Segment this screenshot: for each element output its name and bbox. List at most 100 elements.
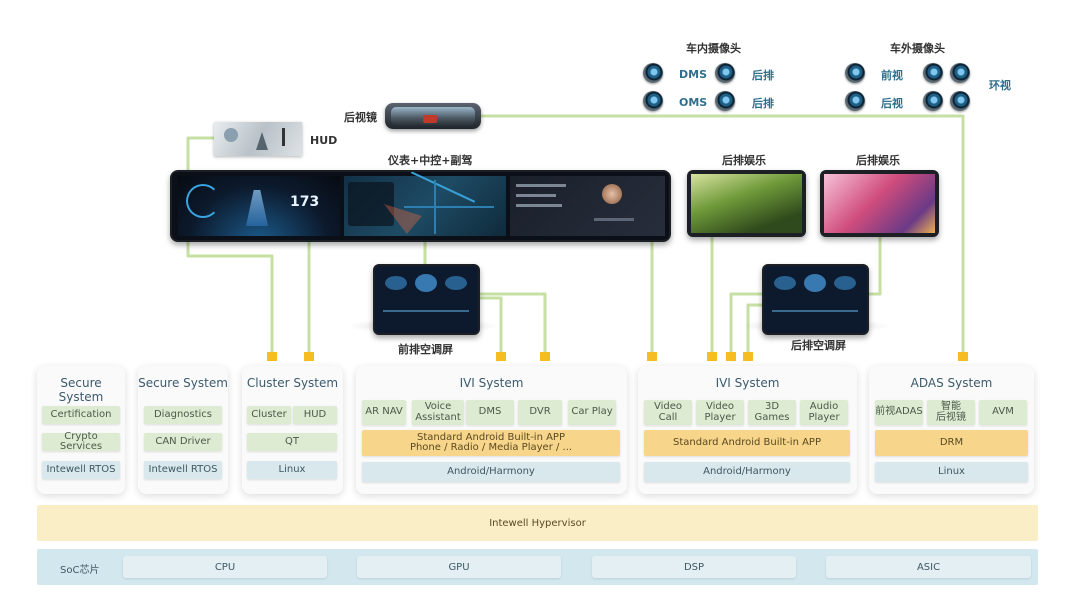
surround-camera-icon: [923, 91, 943, 111]
connector-dot: [304, 352, 314, 361]
rear-ent-left-label: 后排娱乐: [722, 154, 766, 167]
smart-mirror-chip: 智能 后视镜: [927, 400, 975, 425]
connector-dot: [267, 352, 277, 361]
oms-camera-icon: [643, 91, 663, 111]
surround-camera-icon: [950, 63, 970, 83]
secure-system-2: Secure System Diagnostics CAN Driver Int…: [138, 366, 228, 494]
cluster-system: Cluster System Cluster HUD QT Linux: [242, 366, 343, 494]
android-harmony-chip: Android/Harmony: [362, 462, 620, 482]
rear-ac-screen: [762, 264, 869, 335]
connector-dot: [496, 352, 506, 361]
secure-system-2-title: Secure System: [138, 376, 228, 390]
android-app-chip: Standard Android Built-in APP Phone / Ra…: [362, 430, 620, 456]
line-front-ac-b: [474, 292, 547, 356]
cpu-chip: CPU: [123, 556, 327, 578]
front-ac-label: 前排空调屏: [398, 343, 453, 356]
dms-label: DMS: [679, 68, 707, 81]
ar-nav-chip: AR NAV: [362, 400, 406, 425]
front-adas-chip: 前视ADAS: [875, 400, 923, 425]
rear-camera-icon: [715, 91, 735, 111]
rear-camera-icon: [715, 63, 735, 83]
line-cluster: [186, 236, 274, 356]
connector-dot: [540, 352, 550, 361]
ivi-system-1-title: IVI System: [459, 376, 524, 390]
connector-dot: [726, 352, 736, 361]
line-rear-ac-a: [729, 292, 762, 356]
secure-system-1-title: Secure System: [58, 376, 104, 404]
oms-label: OMS: [679, 96, 708, 109]
android-app-chip: Standard Android Built-in APP: [644, 430, 850, 456]
rear-ac-label: 后排空调屏: [791, 339, 846, 352]
cluster-screen: 173: [178, 176, 340, 236]
adas-system-title: ADAS System: [910, 376, 993, 390]
connector-dot: [743, 352, 753, 361]
dms-chip: DMS: [466, 400, 514, 425]
surround-camera-icon: [950, 91, 970, 111]
line-rear-ac-b: [746, 303, 762, 356]
hud-image: [214, 122, 302, 156]
dsp-chip: DSP: [592, 556, 796, 578]
front-ac-screen: [373, 264, 480, 335]
adas-system: ADAS System 前视ADAS 智能 后视镜 AVM DRM Linux: [869, 366, 1034, 494]
video-call-chip: Video Call: [644, 400, 692, 425]
dms-camera-icon: [643, 63, 663, 83]
line-front-ac-a: [474, 296, 503, 356]
qt-chip: QT: [247, 433, 337, 451]
connector-dot: [647, 352, 657, 361]
center-screen: [344, 172, 506, 236]
secure-system-1: Secure System Certification Crypto Servi…: [37, 366, 125, 494]
drm-chip: DRM: [875, 430, 1028, 456]
car-play-chip: Car Play: [568, 400, 616, 425]
front-view-camera-icon: [845, 63, 865, 83]
soc-label: SoC芯片: [60, 565, 100, 576]
gpu-chip: GPU: [357, 556, 561, 578]
rear-view-label: 后视: [881, 97, 903, 110]
voice-assistant-chip: Voice Assistant: [412, 400, 464, 425]
certification-chip: Certification: [42, 406, 120, 424]
passenger-screen: [510, 176, 665, 236]
front-view-label: 前视: [881, 69, 903, 82]
can-driver-chip: CAN Driver: [144, 433, 222, 451]
rear-label-1: 后排: [752, 69, 774, 82]
audio-player-chip: Audio Player: [800, 400, 848, 425]
diagnostics-chip: Diagnostics: [144, 406, 222, 424]
ivi-system-2-title: IVI System: [715, 376, 780, 390]
line-rear-right: [866, 236, 882, 296]
line-adas: [481, 114, 965, 356]
surround-label: 环视: [989, 79, 1011, 92]
outside-camera-title: 车外摄像头: [890, 42, 945, 55]
rear-label-2: 后排: [752, 97, 774, 110]
connector-dot: [707, 352, 717, 361]
crypto-services-chip: Crypto Services: [42, 431, 120, 452]
line-hud: [186, 136, 214, 176]
cluster-system-title: Cluster System: [246, 376, 339, 390]
ivi-system-2: IVI System Video Call Video Player 3D Ga…: [638, 366, 857, 494]
rear-view-camera-icon: [845, 91, 865, 111]
avm-chip: AVM: [979, 400, 1027, 425]
ivi-system-1: IVI System AR NAV Voice Assistant DMS DV…: [356, 366, 627, 494]
video-player-chip: Video Player: [696, 400, 744, 425]
speed-readout: 173: [290, 194, 320, 210]
surround-camera-icon: [923, 63, 943, 83]
inside-camera-title: 车内摄像头: [686, 42, 741, 55]
linux-chip: Linux: [875, 462, 1028, 482]
rear-ent-right-screen: [820, 170, 939, 237]
rear-view-mirror-image: [385, 103, 481, 129]
connector-dot: [958, 352, 968, 361]
rtos-chip: Intewell RTOS: [42, 461, 120, 479]
hud-label: HUD: [310, 134, 338, 147]
rear-ent-right-label: 后排娱乐: [856, 154, 900, 167]
android-harmony-chip: Android/Harmony: [644, 462, 850, 482]
hypervisor-bar: Intewell Hypervisor: [37, 505, 1038, 541]
main-display: 173: [170, 170, 671, 242]
rear-ent-left-screen: [687, 170, 806, 237]
3d-games-chip: 3D Games: [748, 400, 796, 425]
linux-chip: Linux: [247, 461, 337, 479]
cluster-chip: Cluster: [247, 406, 291, 424]
main-display-title: 仪表+中控+副驾: [388, 154, 473, 167]
rtos-chip: Intewell RTOS: [144, 461, 222, 479]
dvr-chip: DVR: [518, 400, 562, 425]
asic-chip: ASIC: [826, 556, 1031, 578]
hud-chip: HUD: [293, 406, 337, 424]
